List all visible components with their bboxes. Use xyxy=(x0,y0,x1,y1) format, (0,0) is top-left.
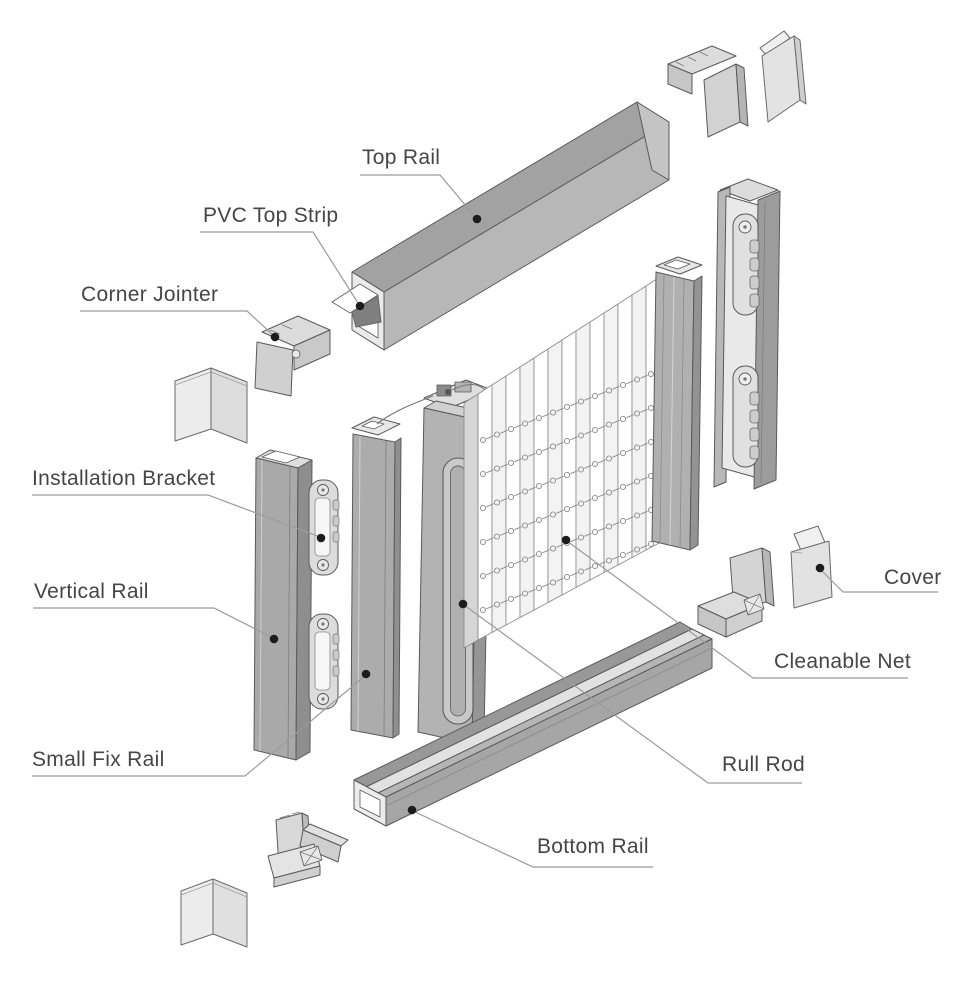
pvc-top-strip-leader xyxy=(200,231,359,304)
small-fix-rail-dot xyxy=(361,669,371,679)
top-rail-label: Top Rail xyxy=(362,146,441,169)
small-fix-rail-part xyxy=(350,416,402,739)
leader-lines xyxy=(32,174,938,868)
corner-cover-top-right xyxy=(759,30,807,123)
bottom-rail-part xyxy=(353,621,713,827)
bottom-rail-leader xyxy=(412,810,653,868)
corner-jointer-label: Corner Jointer xyxy=(81,283,219,306)
cleanable-net-dot xyxy=(561,535,571,545)
corner-cover-top-left xyxy=(174,367,248,444)
cleanable-net-leader xyxy=(566,540,908,679)
callout-dots xyxy=(269,214,825,815)
cleanable-net-label: Cleanable Net xyxy=(774,650,911,673)
pvc-top-strip-dot xyxy=(355,301,365,311)
small-fix-rail-label: Small Fix Rail xyxy=(32,748,165,771)
corner-jointer-bottom-right xyxy=(697,547,775,638)
cover-leader xyxy=(820,569,938,593)
top-rail-leader xyxy=(360,174,478,220)
pvc-top-strip-label: PVC Top Strip xyxy=(203,204,339,227)
installation-bracket-dot xyxy=(316,533,326,543)
cover-dot xyxy=(815,563,825,573)
corner-jointer-part xyxy=(254,315,331,397)
corner-jointer-leader xyxy=(80,310,275,337)
net-end-profile xyxy=(651,256,703,551)
corner-jointer-dot xyxy=(270,332,280,342)
vertical-rail-leader xyxy=(33,607,274,639)
bottom-rail-label: Bottom Rail xyxy=(537,835,649,858)
installation-bracket-leader xyxy=(32,494,321,538)
cover-part xyxy=(790,525,833,609)
cover-label: Cover xyxy=(884,566,942,589)
installation-bracket-label: Installation Bracket xyxy=(32,467,216,490)
vertical-rail-label: Vertical Rail xyxy=(34,580,149,603)
cleanable-net-part xyxy=(463,276,661,649)
corner-jointer-top-right xyxy=(667,45,749,138)
rull-rod-label: Rull Rod xyxy=(722,753,805,776)
corner-cover-bottom-left xyxy=(180,878,248,948)
vertical-rail-dot xyxy=(269,634,279,644)
bottom-rail-dot xyxy=(407,805,417,815)
top-rail-dot xyxy=(472,214,482,224)
installation-bracket-part xyxy=(308,479,340,710)
small-fix-rail-leader xyxy=(32,674,367,777)
rull-rod-dot xyxy=(458,599,468,609)
vertical-rail-part xyxy=(253,449,313,761)
corner-jointer-bottom-left xyxy=(267,811,349,888)
rull-rod-leader xyxy=(463,604,802,784)
